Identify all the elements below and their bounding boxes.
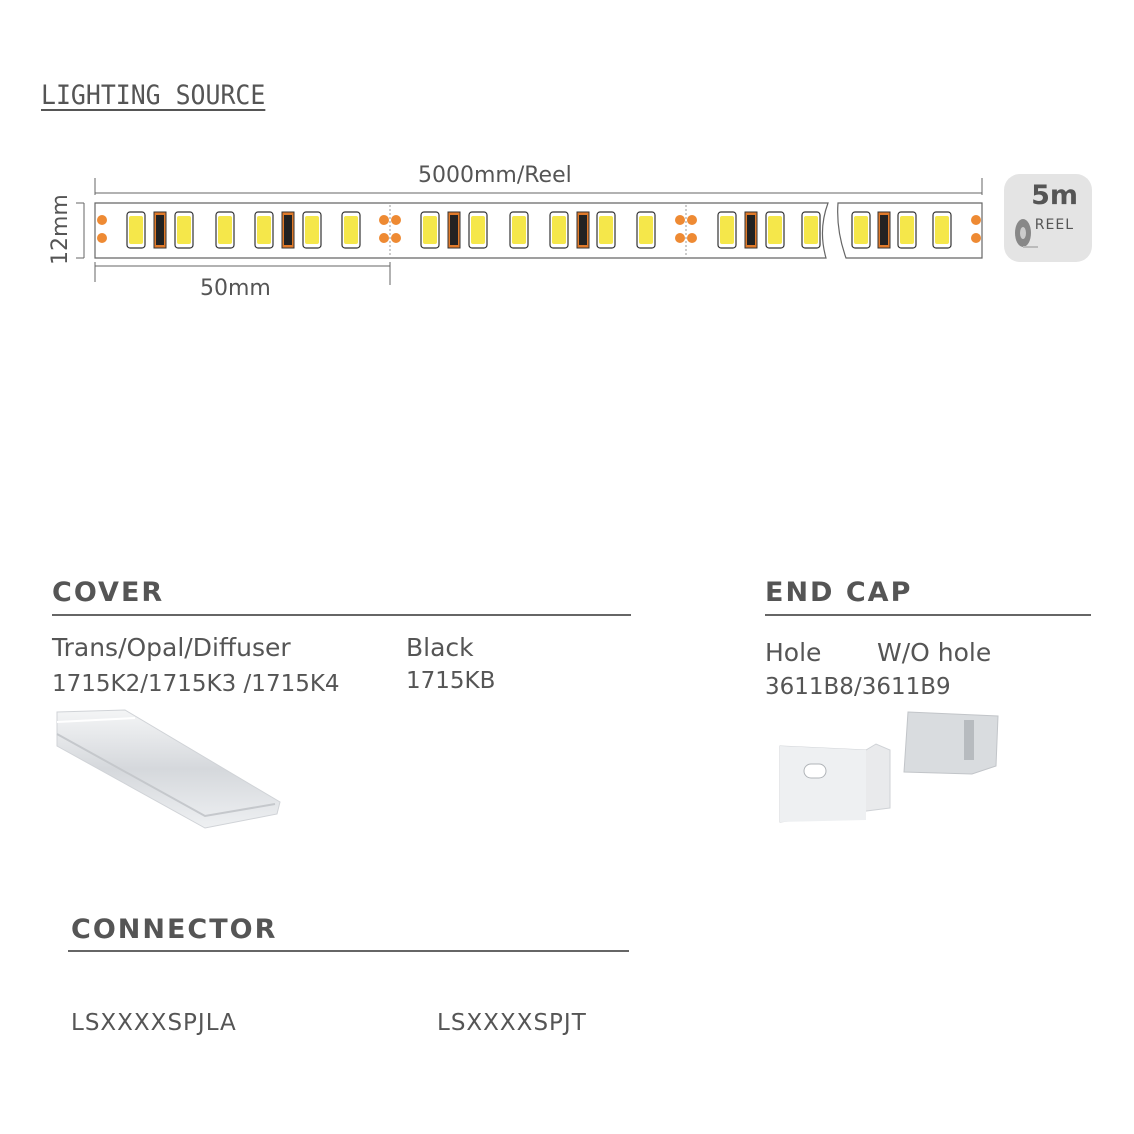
resistor-body [450, 215, 458, 245]
led-chip-phosphor [552, 216, 566, 244]
reel-length: 5m [1031, 180, 1078, 211]
reel-icon [1015, 219, 1038, 248]
solder-pad [97, 233, 107, 243]
cover-profile-image [56, 709, 281, 829]
cover-variant-code-black: 1715KB [406, 668, 496, 694]
solder-pad [97, 215, 107, 225]
led-chip-phosphor [804, 216, 818, 244]
led-chip-phosphor [768, 216, 782, 244]
end-cap-divider [765, 614, 1091, 616]
led-chip-phosphor [423, 216, 437, 244]
section-title-lighting-source: LIGHTING SOURCE [41, 80, 266, 111]
led-chip-phosphor [512, 216, 526, 244]
solder-pad [687, 233, 697, 243]
led-chip-phosphor [129, 216, 143, 244]
led-chip-phosphor [720, 216, 734, 244]
reel-badge: 5m REEL [1004, 174, 1092, 262]
led-chip-phosphor [599, 216, 613, 244]
cover-divider [52, 614, 631, 616]
reel-length-label: 5000mm/Reel [418, 163, 572, 188]
led-chip-phosphor [854, 216, 868, 244]
solder-pad [675, 233, 685, 243]
section-title-end-cap: END CAP [765, 577, 913, 608]
section-title-connector: CONNECTOR [71, 914, 278, 945]
solder-pad [391, 215, 401, 225]
connector-divider [68, 950, 629, 952]
connector-code-t: LSXXXXSPJT [437, 1010, 587, 1036]
led-chip-phosphor [257, 216, 271, 244]
resistor-body [747, 215, 755, 245]
solder-pad [675, 215, 685, 225]
connector-code-la: LSXXXXSPJLA [71, 1010, 237, 1036]
led-chip-phosphor [218, 216, 232, 244]
led-chip-phosphor [344, 216, 358, 244]
led-chip-phosphor [900, 216, 914, 244]
led-chip-phosphor [177, 216, 191, 244]
solder-pad [971, 215, 981, 225]
cover-variant-name-black: Black [406, 633, 474, 662]
end-cap-code: 3611B8/3611B9 [765, 674, 951, 700]
cover-variant-name: Trans/Opal/Diffuser [52, 633, 291, 662]
end-cap-label-no-hole: W/O hole [877, 638, 992, 667]
reel-word: REEL [1034, 217, 1074, 233]
resistor-body [284, 215, 292, 245]
solder-pad [971, 233, 981, 243]
section-title-cover: COVER [52, 577, 165, 608]
end-cap-label-hole: Hole [765, 638, 822, 667]
segment-length-label: 50mm [200, 276, 271, 301]
resistor-body [156, 215, 164, 245]
led-chip-phosphor [639, 216, 653, 244]
led-chip-phosphor [935, 216, 949, 244]
led-chip-phosphor [471, 216, 485, 244]
end-cap-image [779, 711, 999, 823]
cover-variant-code: 1715K2/1715K3 /1715K4 [52, 671, 340, 697]
solder-pad [687, 215, 697, 225]
resistor-body [579, 215, 587, 245]
resistor-body [880, 215, 888, 245]
led-strip-diagram [76, 178, 983, 285]
led-chip-phosphor [305, 216, 319, 244]
solder-pad [379, 233, 389, 243]
solder-pad [391, 233, 401, 243]
solder-pad [379, 215, 389, 225]
